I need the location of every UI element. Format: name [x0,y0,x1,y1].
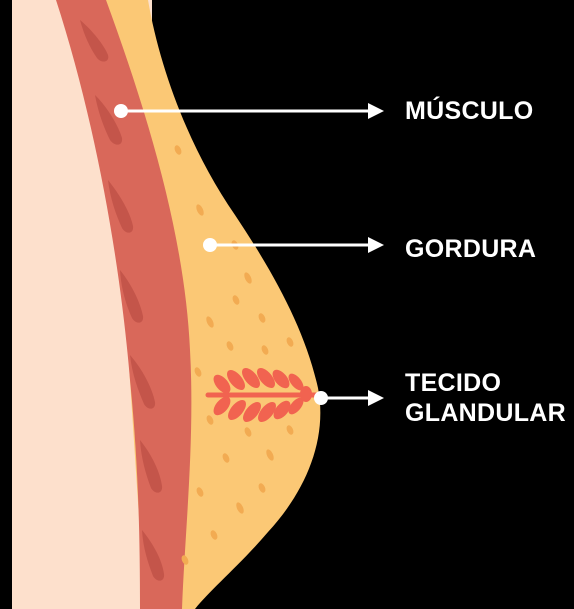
glandular-tissue-label-line1: TECIDO [405,368,566,398]
glandular-tissue-label-line2: GLANDULAR [405,398,566,428]
arrow-right-icon [368,103,384,119]
gland-pointer [314,390,384,406]
muscle-label: MÚSCULO [405,96,533,126]
glandular-tissue-label: TECIDO GLANDULAR [405,368,566,428]
arrow-right-icon [368,390,384,406]
fat-label: GORDURA [405,234,536,264]
arrow-right-icon [368,237,384,253]
